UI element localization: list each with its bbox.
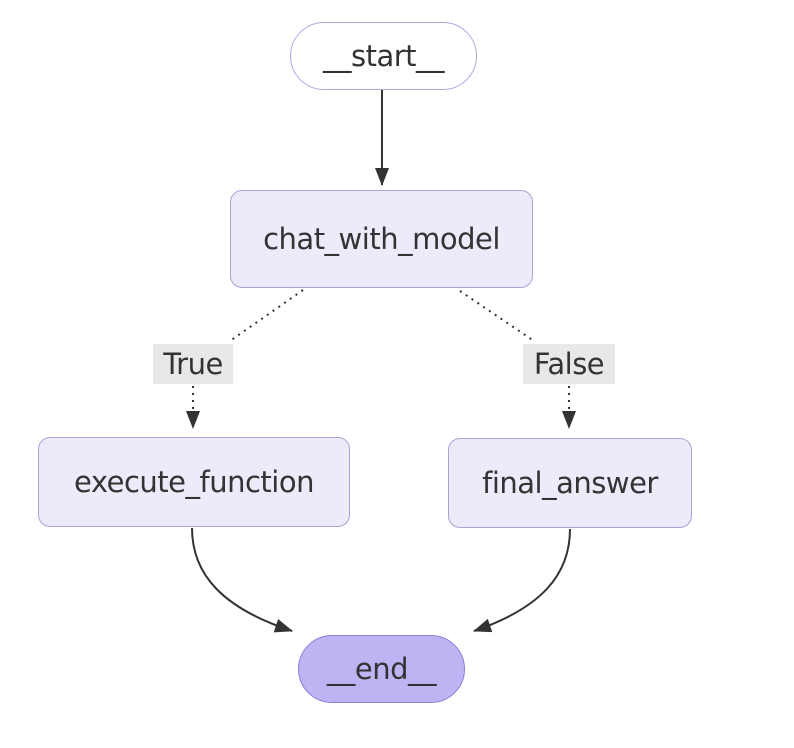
node-execute-function-label: execute_function bbox=[74, 465, 314, 499]
node-chat-with-model: chat_with_model bbox=[230, 190, 533, 288]
edge-label-true: True bbox=[153, 344, 233, 384]
edge-execute-to-end bbox=[191, 527, 293, 633]
edge-final-to-end bbox=[473, 528, 571, 633]
node-final-answer-label: final_answer bbox=[482, 466, 658, 500]
edge-label-false-text: False bbox=[533, 347, 605, 381]
node-end-label: __end__ bbox=[326, 652, 437, 686]
edge-label-true-text: True bbox=[163, 347, 223, 381]
node-start-label: __start__ bbox=[322, 39, 445, 73]
node-execute-function: execute_function bbox=[38, 437, 350, 527]
node-end: __end__ bbox=[298, 635, 465, 703]
node-chat-with-model-label: chat_with_model bbox=[263, 222, 500, 256]
node-final-answer: final_answer bbox=[448, 438, 692, 528]
edge-chat-to-true-label bbox=[229, 289, 304, 342]
edge-label-false: False bbox=[523, 344, 615, 384]
edge-chat-to-false-label bbox=[459, 290, 535, 342]
node-start: __start__ bbox=[290, 22, 477, 90]
